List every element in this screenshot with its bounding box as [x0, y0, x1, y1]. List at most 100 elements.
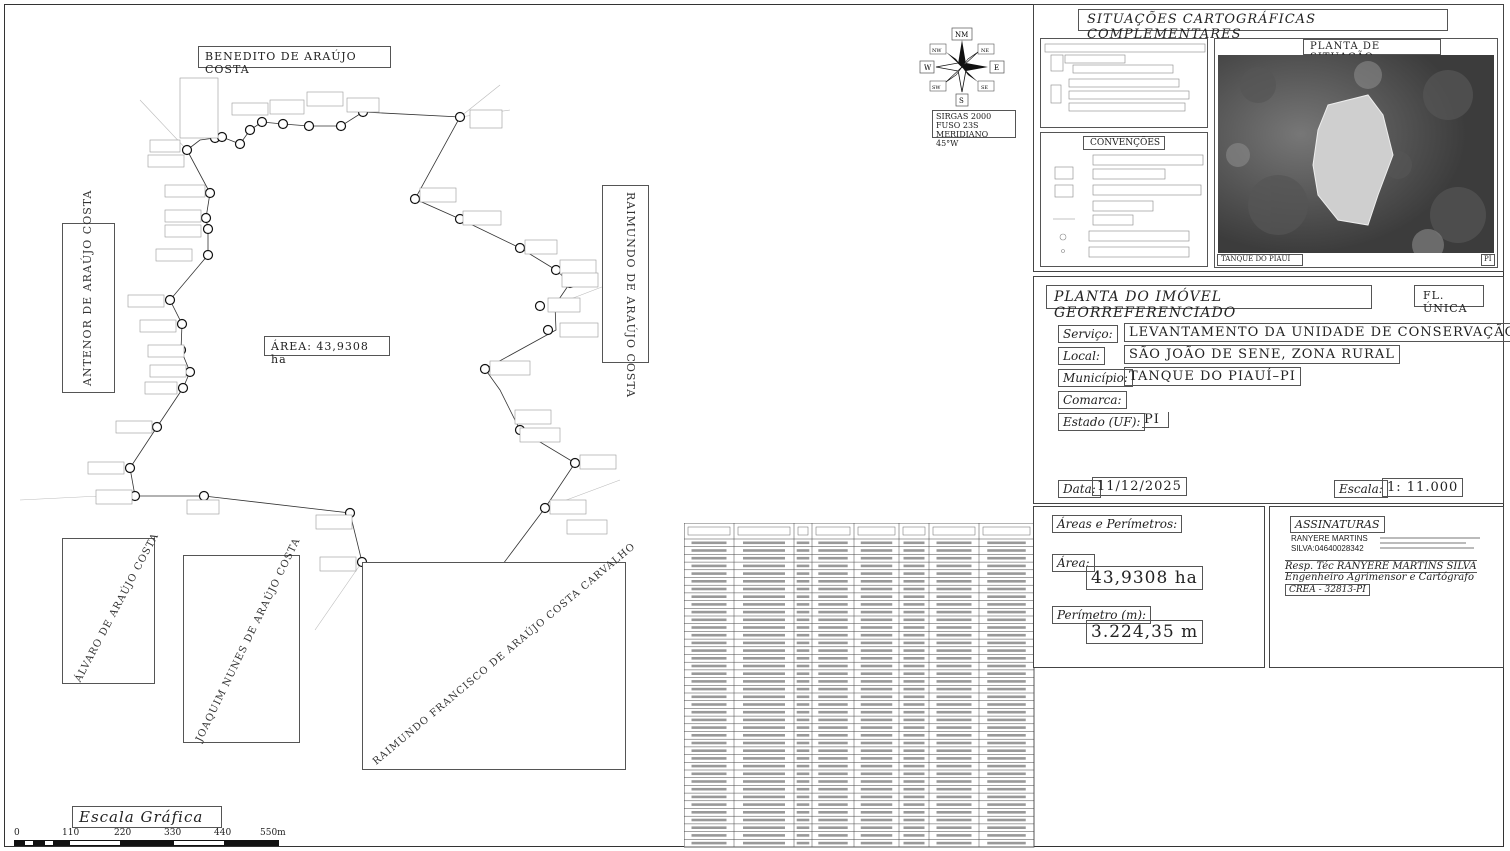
compass-sw-label: SW	[932, 85, 941, 91]
neighbor-right-label: RAIMUNDO DE ARAÚJO COSTA	[624, 192, 637, 399]
table-cell	[860, 564, 893, 568]
table-cell	[796, 772, 810, 776]
table-header-cell	[982, 526, 1031, 536]
table-cell	[936, 764, 972, 768]
table-cell	[818, 811, 848, 814]
table-cell	[936, 710, 972, 714]
table-cell	[691, 618, 727, 622]
table-cell	[903, 657, 925, 660]
table-cell	[987, 757, 1026, 760]
situation-state: PI	[1484, 255, 1492, 263]
table-cell	[796, 580, 810, 583]
table-cell	[691, 610, 727, 614]
table-cell	[691, 657, 727, 660]
situation-map-box: PLANTA DE SITUAÇÃO TANQUE DO PIAUÍ PI	[1214, 38, 1498, 268]
sheet-label: FL. ÚNICA	[1423, 289, 1468, 315]
table-cell	[860, 841, 893, 845]
table-cell	[818, 580, 848, 583]
table-cell	[860, 687, 893, 691]
table-cell	[691, 564, 727, 568]
table-cell	[936, 633, 972, 637]
table-cell	[936, 772, 972, 776]
table-cell	[818, 595, 848, 598]
table-cell	[691, 780, 727, 783]
table-cell	[796, 780, 810, 783]
table-cell	[987, 741, 1026, 745]
table-cell	[796, 572, 810, 575]
escala-label: Escala:	[1334, 480, 1388, 498]
table-cell	[936, 564, 972, 568]
table-cell	[818, 541, 848, 545]
neighbor-box-left: ANTENOR DE ARAÚJO COSTA	[62, 190, 115, 393]
table-cell	[818, 664, 848, 668]
table-cell	[818, 695, 848, 699]
signer-id: SILVA:04640028342	[1291, 544, 1364, 553]
table-cell	[691, 595, 727, 598]
table-cell	[691, 556, 727, 560]
table-cell	[903, 556, 925, 560]
servico-label: Serviço:	[1058, 325, 1118, 343]
area-field-value: 43,9308 ha	[1086, 566, 1203, 590]
table-cell	[743, 787, 785, 791]
table-cell	[796, 703, 810, 706]
table-cell	[691, 703, 727, 706]
table-cell	[691, 795, 727, 799]
table-cell	[860, 610, 893, 614]
scale-tick-330: 330	[164, 828, 182, 838]
table-cell	[796, 687, 810, 691]
table-cell	[936, 680, 972, 683]
table-cell	[903, 687, 925, 691]
data-value: 11/12/2025	[1092, 477, 1187, 496]
table-cell	[936, 664, 972, 668]
table-cell	[860, 726, 893, 729]
table-cell	[796, 826, 810, 829]
table-cell	[796, 734, 810, 737]
table-header-cell	[815, 526, 851, 536]
table-cell	[903, 564, 925, 568]
data-label: Data:	[1058, 480, 1101, 498]
table-cell	[936, 649, 972, 652]
table-cell	[936, 841, 972, 845]
table-cell	[860, 811, 893, 814]
table-header-cell	[932, 526, 976, 536]
table-cell	[691, 811, 727, 814]
table-cell	[860, 703, 893, 706]
table-cell	[796, 603, 810, 606]
table-cell	[691, 757, 727, 760]
table-cell	[743, 749, 785, 752]
coordinate-table	[684, 523, 1035, 848]
table-cell	[818, 633, 848, 637]
table-header-cell	[797, 526, 809, 536]
table-cell	[987, 649, 1026, 652]
table-cell	[860, 549, 893, 552]
table-cell	[743, 626, 785, 629]
table-cell	[818, 610, 848, 614]
table-cell	[743, 710, 785, 714]
estado-label: Estado (UF):	[1058, 413, 1146, 431]
conventions-title: CONVENÇÕES	[1090, 138, 1161, 148]
perimetro-value: 3.224,35 m	[1086, 620, 1204, 644]
table-cell	[903, 626, 925, 629]
table-cell	[903, 580, 925, 583]
signer-name: RANYERE MARTINS	[1291, 534, 1368, 543]
table-cell	[796, 741, 810, 745]
table-cell	[691, 787, 727, 791]
table-cell	[987, 818, 1026, 822]
table-cell	[860, 741, 893, 745]
table-cell	[903, 664, 925, 668]
table-cell	[903, 549, 925, 552]
servico-value: LEVANTAMENTO DA UNIDADE DE CONSERVAÇÃO	[1124, 323, 1510, 342]
table-cell	[860, 641, 893, 645]
table-cell	[818, 757, 848, 760]
table-cell	[818, 572, 848, 575]
table-cell	[691, 818, 727, 822]
table-cell	[860, 803, 893, 806]
municipio-value: TANQUE DO PIAUÍ–PI	[1124, 367, 1301, 386]
table-cell	[987, 633, 1026, 637]
complementary-title-box: SITUAÇÕES CARTOGRÁFICAS COMPLEMENTARES	[1078, 9, 1448, 42]
table-cell	[796, 672, 810, 675]
table-cell	[936, 757, 972, 760]
table-cell	[987, 764, 1026, 768]
scale-bar	[14, 840, 279, 846]
table-cell	[796, 749, 810, 752]
